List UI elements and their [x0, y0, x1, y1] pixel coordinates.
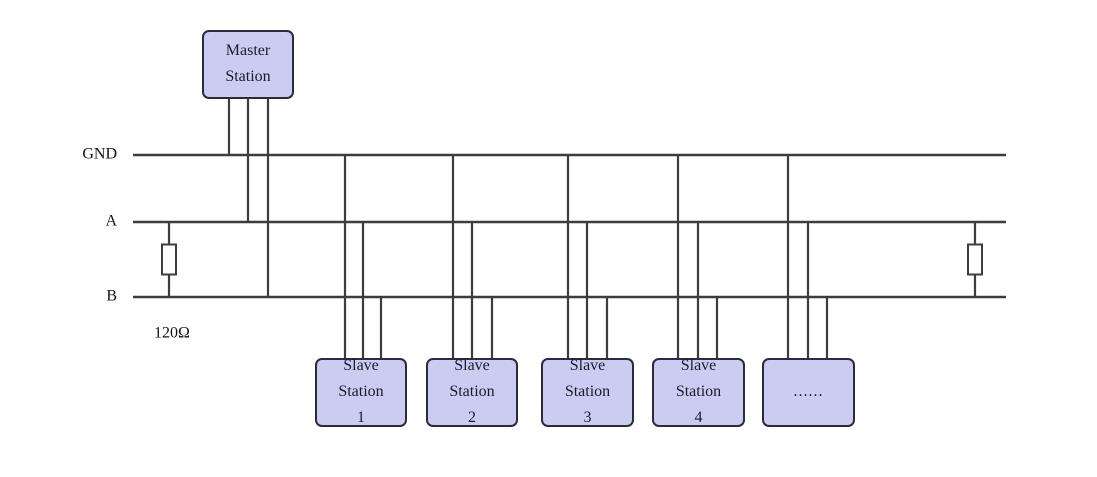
slave-station-3-label-line-3: 3 [584, 409, 592, 426]
master-station-label-line-2: Station [225, 68, 270, 85]
bus-label-b: B [106, 288, 117, 305]
drop-wires-group [227, 98, 829, 359]
labels-group: GND A B [82, 146, 117, 305]
slave-station-4-label-line-2: Station [676, 383, 721, 400]
master-station-box[interactable] [202, 30, 294, 99]
slave-station-1-label-line-2: Station [338, 383, 383, 400]
resistor-left-terminator [161, 243, 177, 276]
slave-station-2-box[interactable] [426, 358, 518, 427]
slave-station-more[interactable]: ...... [762, 358, 855, 427]
slave-station-2-label-line-1: Slave [454, 357, 490, 374]
resistor-right-terminator [967, 243, 983, 276]
slave-station-2-label-line-2: Station [449, 383, 494, 400]
bus-label-a: A [105, 213, 117, 230]
terminators-group: 120Ω [154, 222, 983, 342]
bus-lines-group [133, 153, 1006, 299]
slave-station-1-box[interactable] [315, 358, 407, 427]
slave-station-3-label-line-1: Slave [570, 357, 606, 374]
slave-station-more-label-line-1: ...... [794, 383, 824, 400]
slave-station-more-box[interactable] [762, 358, 855, 427]
slave-station-4-label-line-3: 4 [695, 409, 703, 426]
slave-station-3-box[interactable] [541, 358, 634, 427]
slave-station-1-label-line-1: Slave [343, 357, 379, 374]
station-nodes-group: MasterStationSlaveStation1SlaveStation2S… [202, 30, 855, 427]
slave-station-1-label-line-3: 1 [357, 409, 365, 426]
slave-station-4-label-line-1: Slave [681, 357, 717, 374]
slave-station-4-box[interactable] [652, 358, 745, 427]
master-station-label-line-1: Master [226, 42, 271, 59]
slave-station-3-label-line-2: Station [565, 383, 610, 400]
bus-label-gnd: GND [82, 146, 117, 163]
resistor-value-label-left-terminator: 120Ω [154, 325, 190, 342]
slave-station-2-label-line-3: 2 [468, 409, 476, 426]
